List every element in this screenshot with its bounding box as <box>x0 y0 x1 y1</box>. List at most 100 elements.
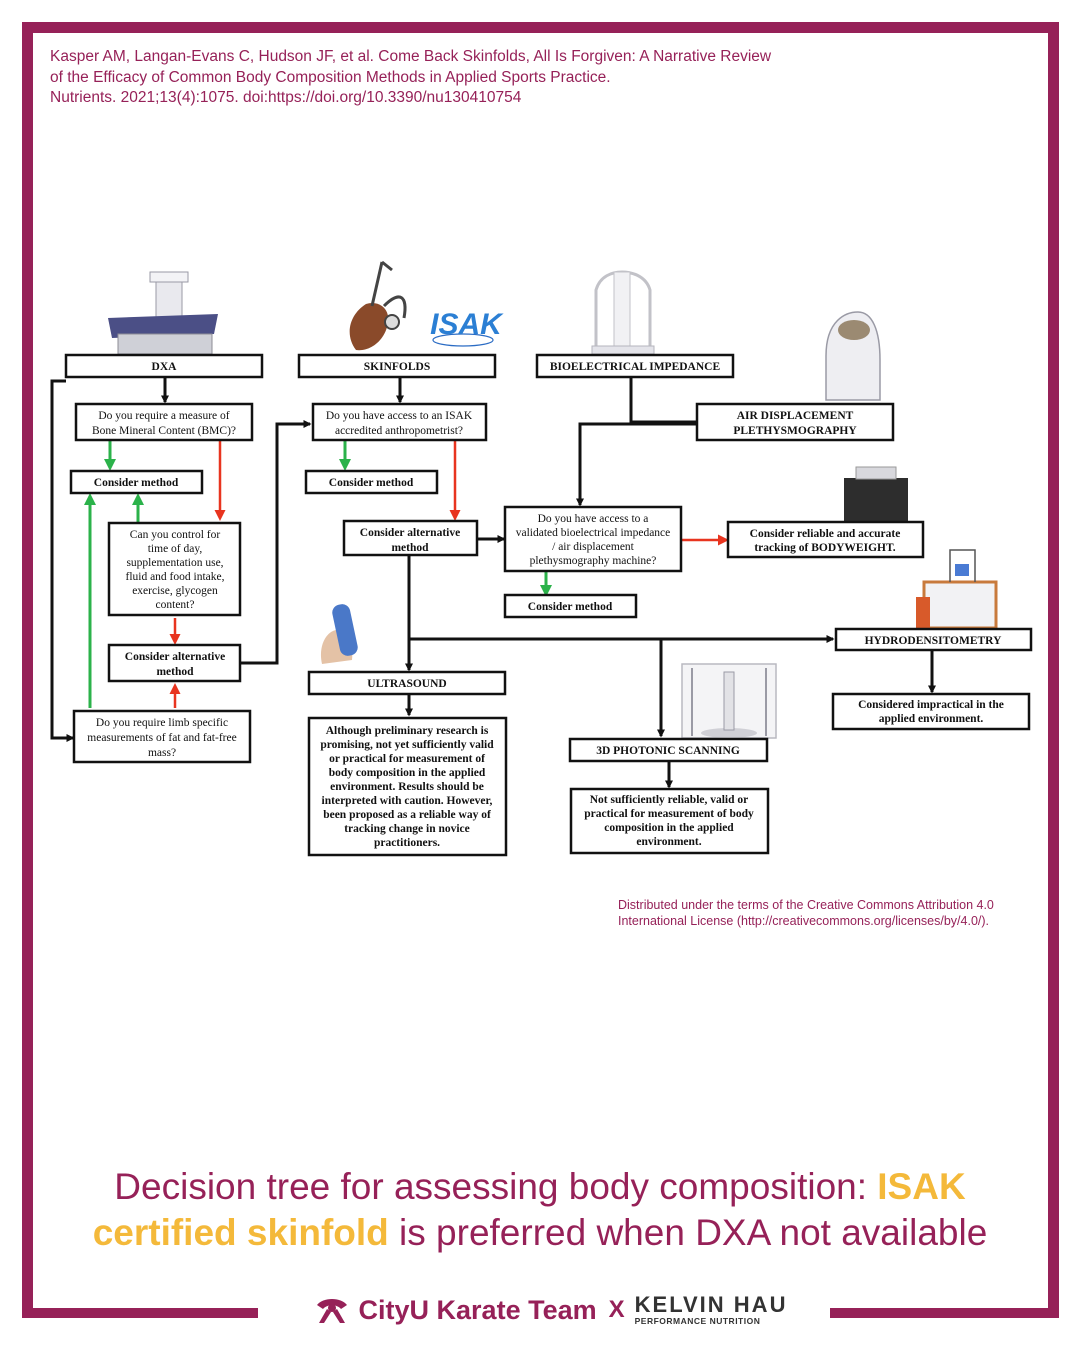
bottom-bar-right <box>828 1308 1059 1318</box>
box-text-line: Not sufficiently reliable, valid or <box>590 794 749 806</box>
bia-scale-icon <box>591 270 655 355</box>
dxa-control-question-box: Can you control for time of day, supplem… <box>107 521 242 617</box>
box-text-line: validated bioelectrical impedance <box>516 527 671 539</box>
isak-logo-text: ISAK <box>430 308 504 341</box>
photonic-note-box: Not sufficiently reliable, valid or prac… <box>569 787 770 855</box>
box-text-line: applied environment. <box>879 713 984 725</box>
hydrodensitometry-box: HYDRODENSITOMETRY <box>834 627 1033 652</box>
box-text-line: fluid and food intake, <box>125 571 224 583</box>
yes-arrows <box>84 440 552 708</box>
bodyweight-box: Consider reliable and accurate tracking … <box>726 520 925 559</box>
skinfolds-alternative-method-box: Consider alternative method <box>342 519 479 557</box>
box-text-line: Consider method <box>528 601 613 613</box>
bia-label: BIOELECTRICAL IMPEDANCE <box>550 361 721 373</box>
box-text-line: method <box>391 542 429 554</box>
box-text-line: practical for measurement of body <box>584 808 754 820</box>
box-text-line: Considered impractical in the <box>858 699 1004 711</box>
partner-logo: KELVIN HAU PERFORMANCE NUTRITION <box>635 1294 788 1326</box>
box-text-line: been proposed as a reliable way of <box>323 809 491 821</box>
hydrodensitometry-label: HYDRODENSITOMETRY <box>865 635 1002 647</box>
box-text-line: environment. <box>636 836 701 848</box>
hydrodensitometry-note-box: Considered impractical in the applied en… <box>831 692 1031 731</box>
box-text-line: measurements of fat and fat-free <box>87 732 236 744</box>
license-line: International License (http://creativeco… <box>618 914 990 928</box>
box-text-line: Consider method <box>329 477 414 489</box>
box-text-line: AIR DISPLACEMENT <box>737 410 854 422</box>
box-text-line: Do you have access to an ISAK <box>326 410 473 422</box>
box-text-line: Do you require a measure of <box>98 410 229 422</box>
box-text-line: tracking change in novice <box>344 823 470 835</box>
team-name: CityU Karate Team <box>358 1294 597 1325</box>
box-text-line: interpreted with caution. However, <box>322 795 493 807</box>
dxa-scanner-icon <box>108 271 218 355</box>
citation: Kasper AM, Langan-Evans C, Hudson JF, et… <box>50 47 910 109</box>
photonic-scanner-icon <box>681 663 777 739</box>
box-text-line: / air displacement <box>552 541 635 553</box>
photonic-scanning-box: 3D PHOTONIC SCANNING <box>568 737 769 763</box>
box-text-line: Bone Mineral Content (BMC)? <box>92 425 236 437</box>
connector-lines <box>50 378 936 789</box>
dxa-limb-question-box: Do you require limb specific measurement… <box>72 709 252 764</box>
box-text-line: accredited anthropometrist? <box>335 425 463 437</box>
isak-logo: ISAK <box>430 308 504 347</box>
adp-box: AIR DISPLACEMENT PLETHYSMOGRAPHY <box>695 402 895 442</box>
caliper-icon <box>349 260 407 351</box>
weighing-scale-icon <box>844 466 908 522</box>
box-text-line: tracking of BODYWEIGHT. <box>754 542 895 554</box>
box-text-line: body composition in the applied <box>329 767 486 779</box>
no-arrows <box>169 440 729 708</box>
box-text-line: exercise, glycogen <box>132 585 218 597</box>
box-text-line: Can you control for <box>130 529 221 541</box>
bia-access-question-box: Do you have access to a validated bioele… <box>503 505 683 573</box>
citation-line: Kasper AM, Langan-Evans C, Hudson JF, et… <box>50 48 772 65</box>
box-text-line: content? <box>156 599 195 611</box>
skinfolds-isak-question-box: Do you have access to an ISAK accredited… <box>311 402 488 442</box>
box-text-line: promising, not yet sufficiently valid <box>320 739 494 751</box>
box-text-line: method <box>156 666 194 678</box>
box-text-line: mass? <box>148 747 176 759</box>
karate-belt-icon <box>316 1299 347 1323</box>
license-note: Distributed under the terms of the Creat… <box>618 897 1048 929</box>
decision-tree-diagram: ISAK <box>50 260 1033 857</box>
box-text-line: time of day, <box>148 543 203 555</box>
photonic-label: 3D PHOTONIC SCANNING <box>596 745 740 757</box>
ultrasound-note-box: Although preliminary research is promisi… <box>307 716 508 857</box>
ultrasound-probe-icon <box>320 604 358 664</box>
dxa-box: DXA <box>64 353 264 379</box>
box-text-line: composition in the applied <box>604 822 734 834</box>
partner-name: KELVIN HAU <box>634 1292 788 1318</box>
dxa-bmc-question-box: Do you require a measure of Bone Mineral… <box>74 402 254 442</box>
page-frame <box>22 22 1059 1318</box>
caption-highlight: certified skinfold <box>92 1212 389 1253</box>
dxa-consider-method-box: Consider method <box>69 469 204 495</box>
box-text-line: PLETHYSMOGRAPHY <box>733 425 857 437</box>
hydrodensitometry-tank-icon <box>916 549 998 630</box>
box-text-line: environment. Results should be <box>330 781 484 793</box>
team-logo: CityU Karate Team <box>313 1295 597 1326</box>
skinfolds-label: SKINFOLDS <box>364 361 430 373</box>
dxa-alternative-method-box: Consider alternative method <box>107 643 242 683</box>
box-text-line: Consider method <box>94 477 179 489</box>
caption-highlight: ISAK <box>877 1166 966 1207</box>
box-text-line: or practical for measurement of <box>329 753 485 765</box>
dxa-label: DXA <box>152 361 178 373</box>
caption-text: is preferred when DXA not available <box>388 1212 988 1253</box>
citation-line: Nutrients. 2021;13(4):1075. doi:https://… <box>50 89 522 106</box>
skinfolds-consider-method-box: Consider method <box>304 469 439 495</box>
box-text-line: plethysmography machine? <box>530 555 657 567</box>
box-text-line: Consider alternative <box>360 527 460 539</box>
bia-box: BIOELECTRICAL IMPEDANCE <box>535 353 735 379</box>
collab-separator: X <box>608 1296 625 1323</box>
bottom-bar-left <box>22 1308 258 1318</box>
citation-line: of the Efficacy of Common Body Compositi… <box>50 68 611 86</box>
partner-subtitle: PERFORMANCE NUTRITION <box>634 1316 761 1327</box>
caption: Decision tree for assessing body composi… <box>40 1164 1040 1256</box>
ultrasound-label: ULTRASOUND <box>367 678 446 690</box>
ultrasound-box: ULTRASOUND <box>307 670 507 696</box>
bod-pod-icon <box>825 311 881 401</box>
box-text-line: Although preliminary research is <box>326 725 489 737</box>
box-text-line: practitioners. <box>374 837 440 849</box>
caption-text: Decision tree for assessing body composi… <box>114 1166 878 1207</box>
skinfolds-box: SKINFOLDS <box>297 353 497 379</box>
box-text-line: Consider reliable and accurate <box>750 528 901 540</box>
